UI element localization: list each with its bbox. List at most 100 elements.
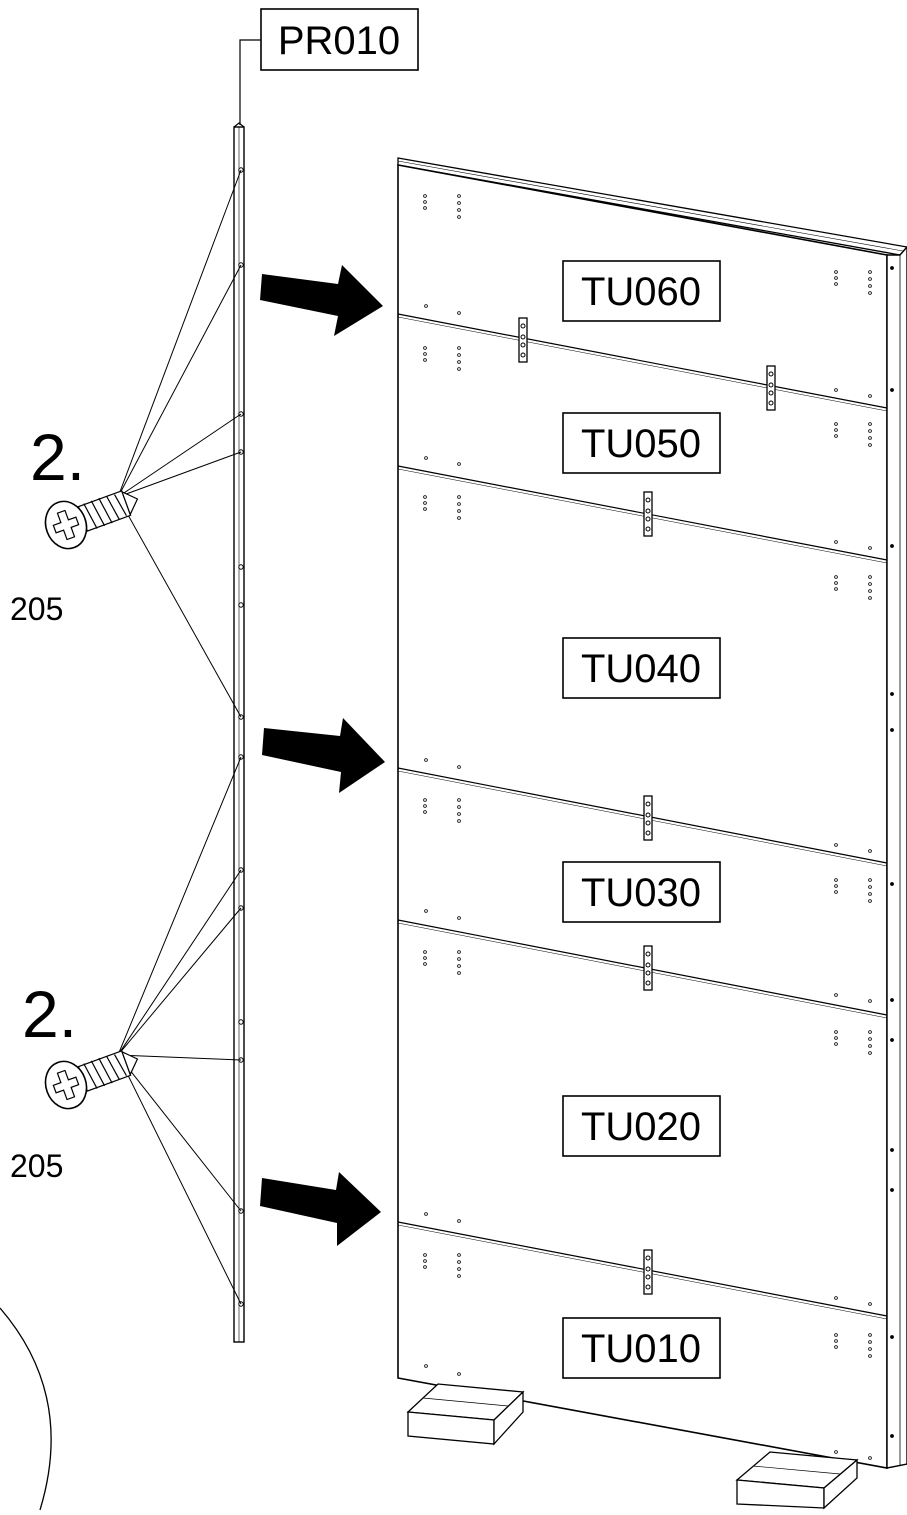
panel-hole	[424, 909, 428, 913]
support-block-right	[735, 1451, 859, 1510]
panel-hole	[834, 1036, 838, 1040]
panel-holes	[423, 194, 894, 1460]
panel-hole	[457, 462, 461, 466]
panel-seam	[397, 919, 888, 1016]
panel-side	[886, 245, 907, 1469]
panel-label-tu040: TU040	[562, 637, 721, 699]
panel-hole	[423, 352, 427, 356]
panel-hole	[868, 1037, 872, 1041]
panel-hole	[834, 282, 838, 286]
plate-hole	[520, 323, 526, 329]
panel-hole	[868, 1044, 872, 1048]
plate-hole	[768, 390, 774, 396]
svg-text:TU020: TU020	[581, 1105, 701, 1149]
panel-hole	[868, 1302, 872, 1306]
leader-line	[117, 907, 242, 1056]
panel-hole	[834, 276, 838, 280]
plate-hole	[645, 516, 651, 522]
panel-seam-edge	[397, 922, 888, 1019]
panel-hole	[868, 291, 872, 295]
panel-hole	[457, 798, 461, 802]
plate-hole	[645, 497, 651, 503]
panel-hole	[424, 1364, 428, 1368]
panel-hole	[457, 957, 461, 961]
leader-line	[117, 869, 242, 1056]
side-hole	[890, 882, 894, 886]
panel-hole	[457, 208, 461, 212]
panel-hole	[868, 1333, 872, 1337]
panel-hole	[868, 277, 872, 281]
panel-hole	[834, 575, 838, 579]
side-hole	[890, 1038, 894, 1042]
panel-hole	[868, 436, 872, 440]
connector-plates	[518, 317, 776, 1295]
panel-hole	[868, 546, 872, 550]
side-hole	[890, 998, 894, 1002]
panel-hole	[834, 843, 838, 847]
svg-text:TU060: TU060	[581, 270, 701, 314]
panel-hole	[423, 804, 427, 808]
panel-hole	[423, 962, 427, 966]
plate-hole	[520, 352, 526, 358]
part-number: 205	[10, 591, 63, 627]
panel-hole	[457, 971, 461, 975]
plate-hole	[645, 1274, 651, 1280]
panel-hole	[423, 495, 427, 499]
panel-label-tu030: TU030	[562, 861, 721, 923]
panel-hole	[457, 509, 461, 513]
panel-hole	[457, 819, 461, 823]
panel-hole	[868, 443, 872, 447]
panel-hole	[834, 422, 838, 426]
rail-top-cap	[233, 122, 245, 128]
rail-hole	[238, 564, 244, 570]
panel-hole	[457, 812, 461, 816]
panel-hole	[834, 428, 838, 432]
panel-hole	[423, 1259, 427, 1263]
panel-hole	[457, 1267, 461, 1271]
panel-hole	[868, 270, 872, 274]
direction-arrows	[260, 265, 385, 1246]
panel-hole	[868, 885, 872, 889]
panel-hole	[834, 1030, 838, 1034]
panel-hole	[834, 581, 838, 585]
connector-plate	[766, 365, 776, 411]
plate-hole	[645, 970, 651, 976]
panel-hole	[834, 1339, 838, 1343]
plate-hole	[520, 342, 526, 348]
panel-label-tu010: TU010	[562, 1317, 721, 1379]
panel-hole	[868, 284, 872, 288]
connector-plate	[643, 1249, 653, 1295]
panel-hole	[457, 194, 461, 198]
panel-hole	[423, 950, 427, 954]
panel-hole	[423, 507, 427, 511]
connector-plate	[643, 795, 653, 841]
panel-hole	[457, 1219, 461, 1223]
part-number: 205	[10, 1148, 63, 1184]
panel-seam	[397, 767, 888, 864]
panel-hole	[834, 884, 838, 888]
panel-hole	[834, 388, 838, 392]
panel-hole	[423, 798, 427, 802]
panel-hole	[457, 516, 461, 520]
panel-hole	[834, 890, 838, 894]
panel-label-tu050: TU050	[562, 412, 721, 474]
plate-hole	[768, 371, 774, 377]
panel-hole	[423, 194, 427, 198]
side-hole	[890, 1188, 894, 1192]
leader-line	[117, 169, 242, 498]
panel-label-tu060: TU060	[562, 260, 721, 322]
svg-text:TU050: TU050	[581, 422, 701, 466]
plate-hole	[645, 951, 651, 957]
panel-hole	[868, 429, 872, 433]
svg-text:TU040: TU040	[581, 647, 701, 691]
panel-hole	[423, 1253, 427, 1257]
screw-icon	[44, 1050, 139, 1110]
side-hole	[890, 388, 894, 392]
svg-text:TU030: TU030	[581, 871, 701, 915]
connector-plate	[643, 945, 653, 991]
panel-seam-edge	[397, 1224, 888, 1320]
plate-hole	[645, 508, 651, 514]
panel-hole	[457, 950, 461, 954]
panel-hole	[868, 589, 872, 593]
panel-hole	[834, 1042, 838, 1046]
